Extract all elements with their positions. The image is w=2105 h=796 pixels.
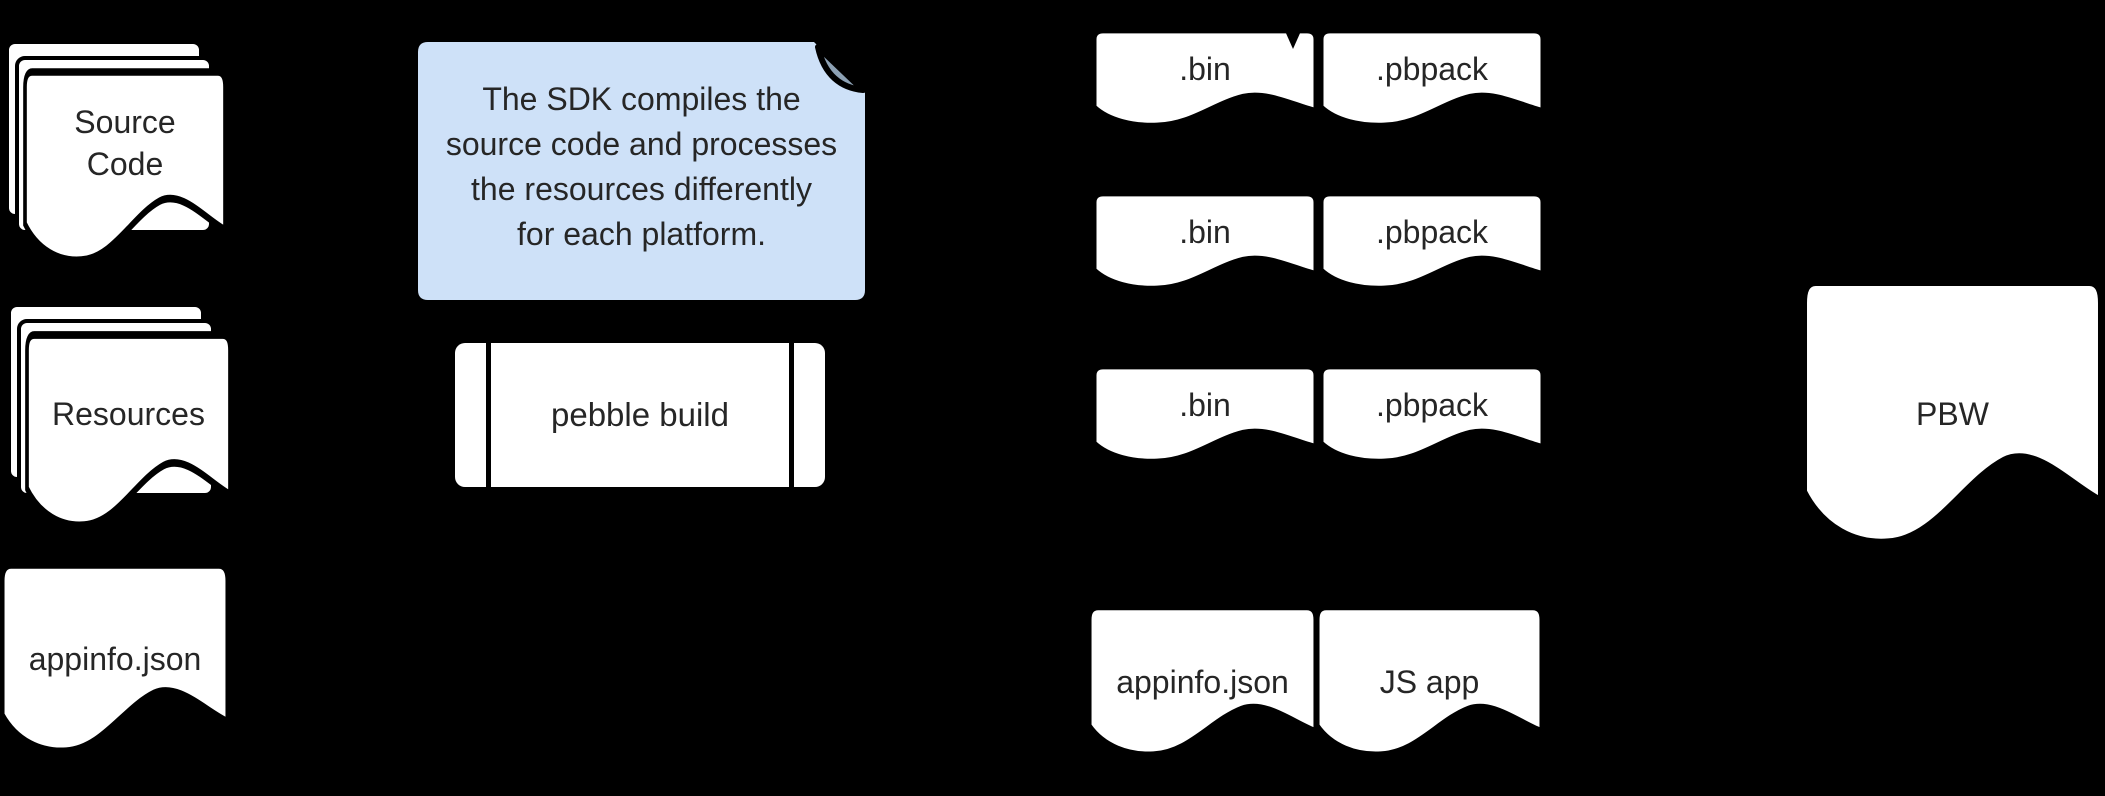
document-shape <box>25 331 232 530</box>
document-shape <box>23 68 227 265</box>
document-shape <box>1316 605 1543 756</box>
pbpack-label: .pbpack <box>1375 50 1489 87</box>
note-shape <box>418 42 866 300</box>
bin-label: .bin <box>1179 386 1231 423</box>
document-shape <box>1320 366 1544 462</box>
pbpack-label: .pbpack <box>1375 386 1489 423</box>
bin-label: .bin <box>1179 213 1231 250</box>
resources-label: Resources <box>52 396 205 432</box>
document-shape <box>1088 605 1317 756</box>
appinfo-input-label: appinfo.json <box>28 641 202 677</box>
document-shape <box>1 563 229 754</box>
pebble-build-process: pebble build <box>455 343 825 487</box>
document-shape <box>1320 30 1544 126</box>
source-code-label: Source Code <box>74 104 176 182</box>
process-side-bar <box>486 343 491 487</box>
platform-row: .bin .pbpack <box>1093 30 1545 127</box>
resources-node: Resources <box>7 303 232 530</box>
document-shape <box>1093 366 1317 462</box>
platform-row: .bin .pbpack <box>1093 193 1545 290</box>
note-text: The SDK compiles the source code and pro… <box>445 81 838 252</box>
bin-label: .bin <box>1179 50 1231 87</box>
document-shape <box>1320 193 1544 289</box>
pebble-build-label: pebble build <box>551 396 729 433</box>
js-row: appinfo.json JS app <box>1088 605 1543 758</box>
document-shape <box>1802 278 2103 547</box>
source-code-node: Source Code <box>5 40 230 265</box>
platform-row: .bin .pbpack <box>1093 366 1545 463</box>
pbw-label: PBW <box>1916 395 1989 432</box>
process-side-bar <box>789 343 794 487</box>
pbpack-label: .pbpack <box>1375 213 1489 250</box>
document-shape <box>1093 30 1317 126</box>
appinfo-output-label: appinfo.json <box>1116 663 1289 700</box>
document-shape <box>1093 193 1317 289</box>
folded-corner-icon <box>815 44 866 93</box>
appinfo-input-node: appinfo.json <box>1 563 229 754</box>
jsapp-label: JS app <box>1379 663 1480 700</box>
arrowhead-icon <box>1285 31 1301 49</box>
pbw-node: PBW <box>1802 278 2103 547</box>
note-node: The SDK compiles the source code and pro… <box>418 42 866 300</box>
